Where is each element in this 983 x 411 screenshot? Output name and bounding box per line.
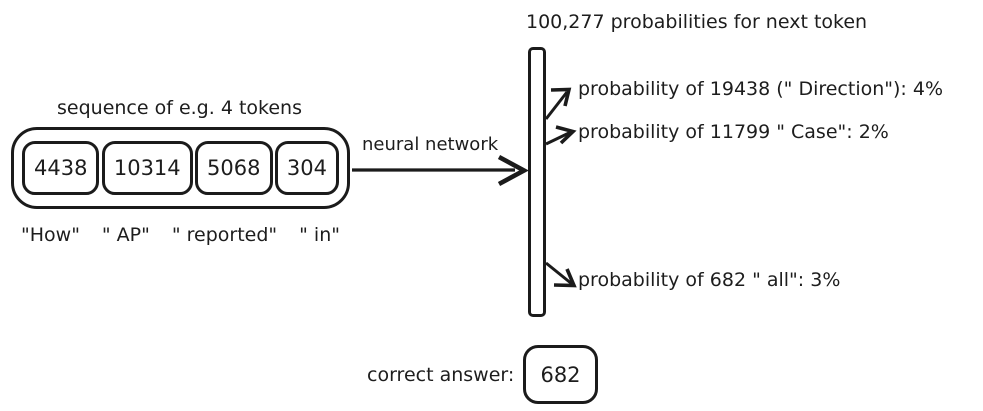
callout-arrow-1-icon	[544, 87, 572, 120]
correct-answer-label: correct answer:	[367, 364, 515, 386]
token-word-label: " AP"	[101, 224, 150, 246]
token-box[interactable]: 304	[274, 141, 339, 195]
probability-bar-icon	[528, 47, 546, 317]
probability-entry: probability of 19438 (" Direction"): 4%	[578, 78, 944, 100]
probability-entry: probability of 682 " all": 3%	[578, 269, 841, 291]
neural-network-label: neural network	[362, 134, 499, 155]
distribution-title: 100,277 probabilities for next token	[526, 11, 868, 33]
token-box[interactable]: 10314	[101, 141, 193, 195]
token-word-label: " in"	[299, 224, 340, 246]
callout-arrow-2-icon	[545, 125, 577, 146]
correct-answer-box[interactable]: 682	[523, 345, 598, 404]
token-word-label: " reported"	[171, 224, 278, 246]
token-word-labels: "How" " AP" " reported" " in"	[11, 224, 350, 246]
callout-arrow-3-icon	[545, 261, 577, 288]
token-box[interactable]: 4438	[22, 141, 100, 195]
probability-entry: probability of 11799 " Case": 2%	[578, 121, 889, 143]
token-box[interactable]: 5068	[195, 141, 273, 195]
token-sequence-container: 4438 10314 5068 304	[11, 127, 350, 209]
neural-network-arrow-icon	[352, 154, 529, 187]
token-word-label: "How"	[21, 224, 80, 246]
sequence-caption: sequence of e.g. 4 tokens	[57, 97, 302, 119]
